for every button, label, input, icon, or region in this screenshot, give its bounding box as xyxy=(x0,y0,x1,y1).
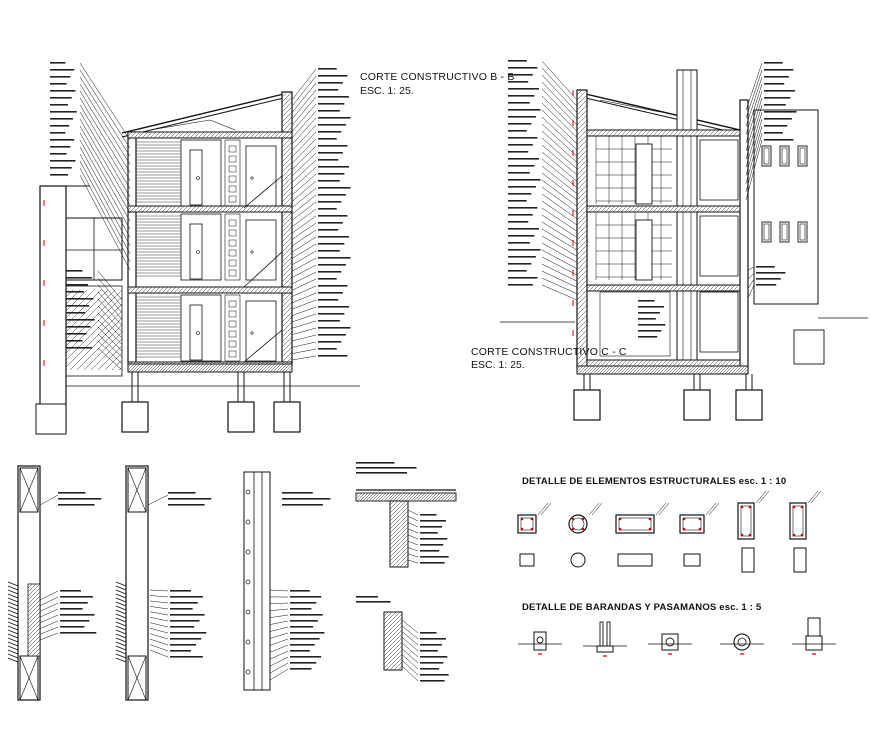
section-bb-drawing xyxy=(36,62,360,434)
section-bb-scale: ESC. 1: 25. xyxy=(360,85,414,97)
structural-elements-drawing xyxy=(518,491,821,572)
railings-drawing xyxy=(518,618,836,656)
section-cc-title: CORTE CONSTRUCTIVO C - C xyxy=(471,346,627,358)
railing-detail-title: DETALLE DE BARANDAS Y PASAMANOS esc. 1 :… xyxy=(522,602,761,613)
wall-details-drawing xyxy=(8,462,456,700)
section-cc-drawing xyxy=(500,60,868,420)
section-cc-scale: ESC. 1: 25. xyxy=(471,359,525,371)
structural-detail-title: DETALLE DE ELEMENTOS ESTRUCTURALES esc. … xyxy=(522,476,786,487)
section-bb-title: CORTE CONSTRUCTIVO B - B xyxy=(360,71,515,83)
